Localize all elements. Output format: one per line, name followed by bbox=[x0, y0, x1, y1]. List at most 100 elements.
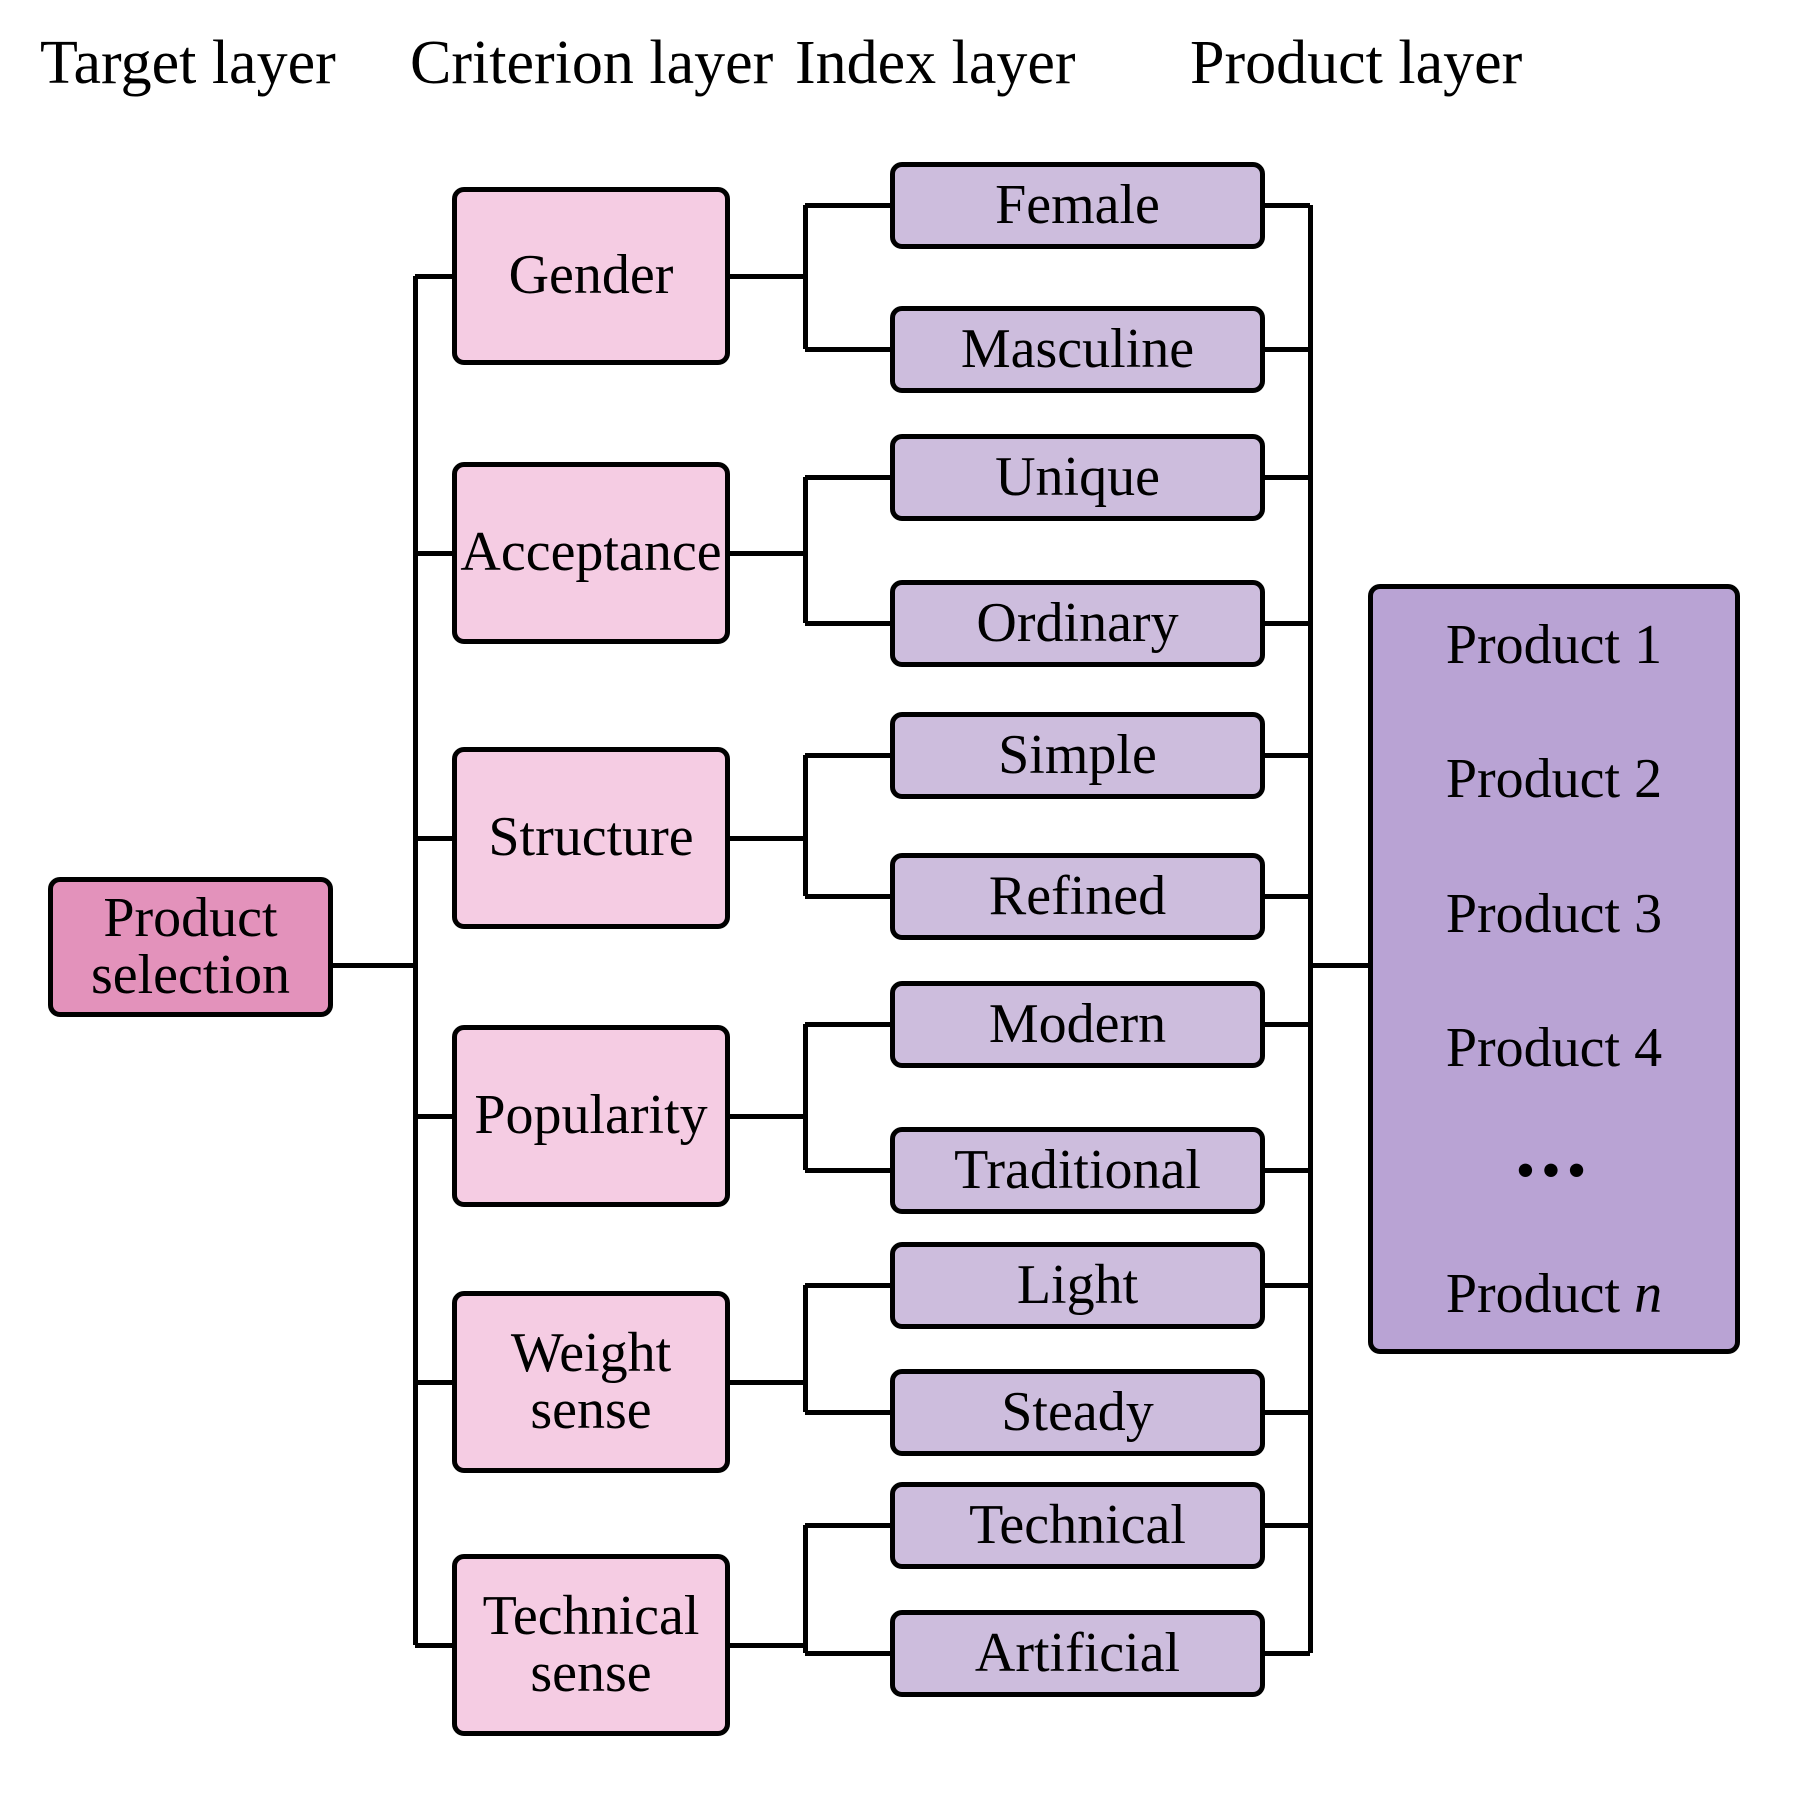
wire-spine-to-weight-sense bbox=[415, 1380, 452, 1385]
wire-technical-to-bus bbox=[1265, 1523, 1310, 1528]
wire-structure-stub bbox=[730, 836, 805, 841]
node-index-masculine[interactable]: Masculine bbox=[890, 306, 1265, 393]
wire-masculine-to-bus bbox=[1265, 347, 1310, 352]
wire-weight-sense-to-steady bbox=[805, 1410, 890, 1415]
node-index-label: Artificial bbox=[974, 1621, 1181, 1684]
layer-heading-index-layer: Index layer bbox=[795, 29, 1076, 97]
product-item-label: ••• bbox=[1515, 1139, 1593, 1202]
node-criterion-label: Structure bbox=[488, 809, 693, 866]
node-criterion-label: Popularity bbox=[474, 1087, 707, 1144]
layer-heading-criterion-layer: Criterion layer bbox=[410, 29, 774, 97]
node-criterion-label-line1: Technical bbox=[482, 1584, 700, 1647]
node-criterion-label-line1: Structure bbox=[488, 806, 694, 869]
wire-technical-sense-stub bbox=[730, 1643, 805, 1648]
node-index-unique[interactable]: Unique bbox=[890, 434, 1265, 521]
node-index-label: Masculine bbox=[960, 317, 1195, 380]
node-criterion-popularity[interactable]: Popularity bbox=[452, 1025, 730, 1207]
node-criterion-label-line2: sense bbox=[530, 1379, 652, 1441]
bus-acceptance bbox=[803, 477, 808, 623]
node-criterion-label: Acceptance bbox=[460, 524, 721, 581]
node-index-label: Technical bbox=[969, 1493, 1186, 1556]
node-index-label: Ordinary bbox=[976, 591, 1179, 654]
wire-bus-to-product bbox=[1310, 963, 1368, 968]
node-criterion-label: Gender bbox=[509, 247, 674, 304]
node-index-simple[interactable]: Simple bbox=[890, 712, 1265, 799]
node-index-label: Light bbox=[1016, 1253, 1139, 1316]
node-criterion-label-line1: Weight bbox=[510, 1321, 672, 1384]
node-criterion-acceptance[interactable]: Acceptance bbox=[452, 462, 730, 644]
layer-heading-target-layer: Target layer bbox=[40, 29, 336, 97]
wire-spine-to-structure bbox=[415, 836, 452, 841]
product-item-label: Product 1 bbox=[1445, 614, 1663, 676]
wire-simple-to-bus bbox=[1265, 753, 1310, 758]
product-item-label: Product bbox=[1445, 1262, 1635, 1325]
node-target-label-line2: selection bbox=[90, 944, 291, 1006]
wire-popularity-to-modern bbox=[805, 1022, 890, 1027]
wire-female-to-bus bbox=[1265, 203, 1310, 208]
trunk-target-to-spine bbox=[333, 963, 415, 968]
wire-technical-sense-to-technical bbox=[805, 1523, 890, 1528]
wire-gender-to-female bbox=[805, 203, 890, 208]
node-index-female[interactable]: Female bbox=[890, 162, 1265, 249]
product-item-label: Product 4 bbox=[1445, 1017, 1663, 1080]
wire-traditional-to-bus bbox=[1265, 1168, 1310, 1173]
product-item-italic-suffix: n bbox=[1634, 1262, 1663, 1325]
bus-structure bbox=[803, 755, 808, 896]
wire-ordinary-to-bus bbox=[1265, 621, 1310, 626]
bus-popularity bbox=[803, 1024, 808, 1170]
node-criterion-gender[interactable]: Gender bbox=[452, 187, 730, 365]
wire-spine-to-popularity bbox=[415, 1114, 452, 1119]
product-item-product-n: Product n bbox=[1373, 1262, 1735, 1325]
wire-light-to-bus bbox=[1265, 1283, 1310, 1288]
node-index-label: Female bbox=[995, 173, 1160, 236]
wire-structure-to-refined bbox=[805, 894, 890, 899]
node-criterion-structure[interactable]: Structure bbox=[452, 747, 730, 929]
wire-refined-to-bus bbox=[1265, 894, 1310, 899]
node-criterion-label-line1: Gender bbox=[508, 244, 674, 307]
node-index-label: Modern bbox=[988, 992, 1167, 1055]
product-item-label: Product 2 bbox=[1445, 748, 1663, 811]
left-spine bbox=[413, 276, 418, 1645]
wire-structure-to-simple bbox=[805, 753, 890, 758]
node-index-artificial[interactable]: Artificial bbox=[890, 1610, 1265, 1697]
wire-steady-to-bus bbox=[1265, 1410, 1310, 1415]
right-bus bbox=[1308, 205, 1313, 1653]
wire-gender-to-masculine bbox=[805, 347, 890, 352]
product-item-product-ellipsis: ••• bbox=[1373, 1143, 1735, 1199]
bus-technical-sense bbox=[803, 1525, 808, 1653]
node-index-label: Traditional bbox=[954, 1138, 1201, 1201]
wire-spine-to-acceptance bbox=[415, 551, 452, 556]
wire-acceptance-to-ordinary bbox=[805, 621, 890, 626]
node-target-label-line1: Product bbox=[103, 886, 278, 949]
wire-technical-sense-to-artificial bbox=[805, 1651, 890, 1656]
node-criterion-label-line2: sense bbox=[530, 1642, 652, 1704]
node-index-modern[interactable]: Modern bbox=[890, 981, 1265, 1068]
wire-acceptance-stub bbox=[730, 551, 805, 556]
product-item-product-2: Product 2 bbox=[1373, 751, 1735, 808]
wire-weight-sense-to-light bbox=[805, 1283, 890, 1288]
wire-popularity-to-traditional bbox=[805, 1168, 890, 1173]
wire-popularity-stub bbox=[730, 1114, 805, 1119]
node-index-steady[interactable]: Steady bbox=[890, 1369, 1265, 1456]
wire-unique-to-bus bbox=[1265, 475, 1310, 480]
product-item-product-1: Product 1 bbox=[1373, 614, 1735, 676]
node-index-light[interactable]: Light bbox=[890, 1242, 1265, 1329]
wire-spine-to-gender bbox=[415, 274, 452, 279]
layer-heading-product-layer: Product layer bbox=[1190, 29, 1523, 97]
node-index-traditional[interactable]: Traditional bbox=[890, 1127, 1265, 1214]
node-index-ordinary[interactable]: Ordinary bbox=[890, 580, 1265, 667]
product-item-product-4: Product 4 bbox=[1373, 1020, 1735, 1077]
node-index-label: Steady bbox=[1001, 1380, 1154, 1443]
wire-spine-to-technical-sense bbox=[415, 1643, 452, 1648]
node-index-refined[interactable]: Refined bbox=[890, 853, 1265, 940]
node-index-technical[interactable]: Technical bbox=[890, 1482, 1265, 1569]
wire-modern-to-bus bbox=[1265, 1022, 1310, 1027]
